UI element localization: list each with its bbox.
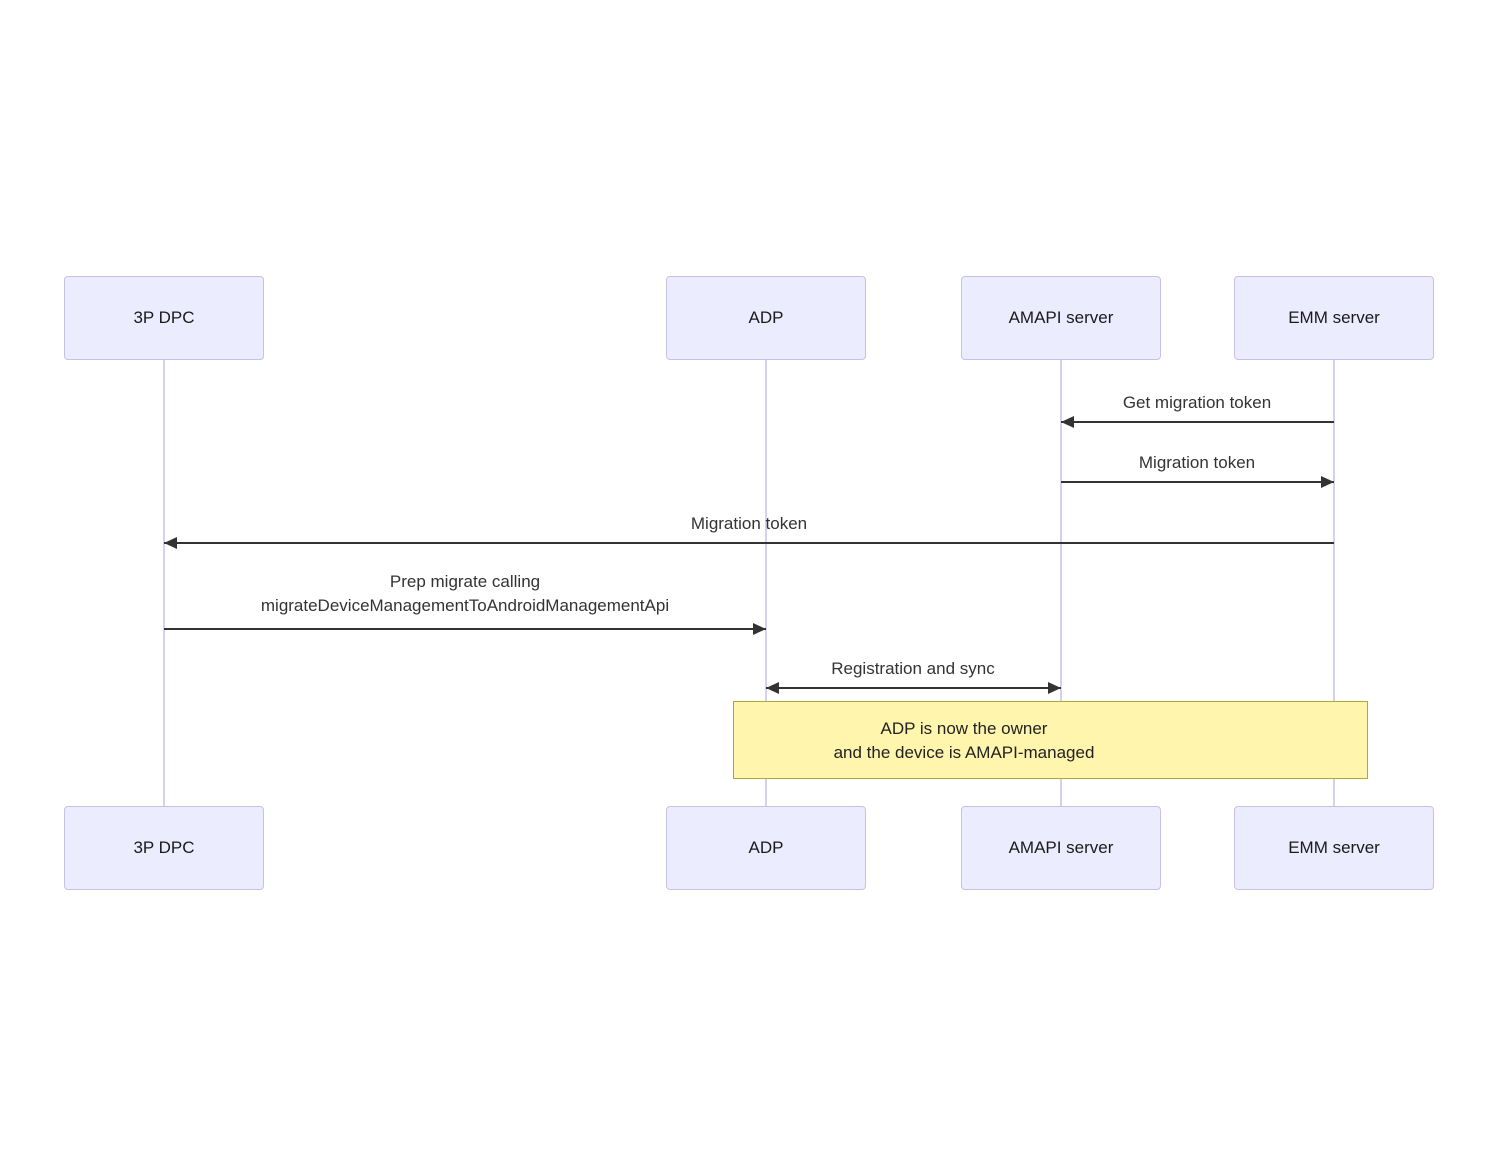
actor-label: 3P DPC [133, 308, 195, 327]
actor-label: EMM server [1288, 838, 1380, 857]
actor-bottom-emm-server: EMM server [1234, 806, 1434, 890]
message-line [164, 628, 766, 630]
arrowhead-left-icon [1061, 416, 1074, 428]
arrowhead-left-icon [164, 537, 177, 549]
actor-label: AMAPI server [1008, 838, 1114, 857]
lifeline-adp [765, 360, 767, 806]
arrowhead-left-icon [766, 682, 779, 694]
lifeline-emm-server [1333, 360, 1335, 806]
message-line [766, 687, 1061, 689]
actor-bottom-adp: ADP [666, 806, 866, 890]
message-label: Get migration token [1122, 393, 1272, 412]
actor-label: AMAPI server [1008, 308, 1114, 327]
message-label: Prep migrate calling migrateDeviceManage… [260, 572, 670, 615]
message-label: Registration and sync [831, 659, 995, 678]
note-text: ADP is now the owner and the device is A… [833, 719, 1095, 762]
actor-top-3p-dpc: 3P DPC [64, 276, 264, 360]
message-label: Migration token [1138, 453, 1256, 472]
actor-top-emm-server: EMM server [1234, 276, 1434, 360]
lifeline-amapi-server [1060, 360, 1062, 806]
arrowhead-right-icon [753, 623, 766, 635]
lifeline-3p-dpc [163, 360, 165, 806]
actor-label: ADP [748, 838, 784, 857]
message-line [164, 542, 1334, 544]
message-line [1061, 481, 1334, 483]
actor-top-adp: ADP [666, 276, 866, 360]
actor-label: ADP [748, 308, 784, 327]
actor-bottom-amapi-server: AMAPI server [961, 806, 1161, 890]
actor-label: 3P DPC [133, 838, 195, 857]
actor-label: EMM server [1288, 308, 1380, 327]
note-adp-owner: ADP is now the owner and the device is A… [733, 701, 1368, 779]
arrowhead-right-icon [1321, 476, 1334, 488]
arrowhead-right-icon [1048, 682, 1061, 694]
actor-bottom-3p-dpc: 3P DPC [64, 806, 264, 890]
actor-top-amapi-server: AMAPI server [961, 276, 1161, 360]
message-line [1061, 421, 1334, 423]
message-label: Migration token [690, 514, 808, 533]
